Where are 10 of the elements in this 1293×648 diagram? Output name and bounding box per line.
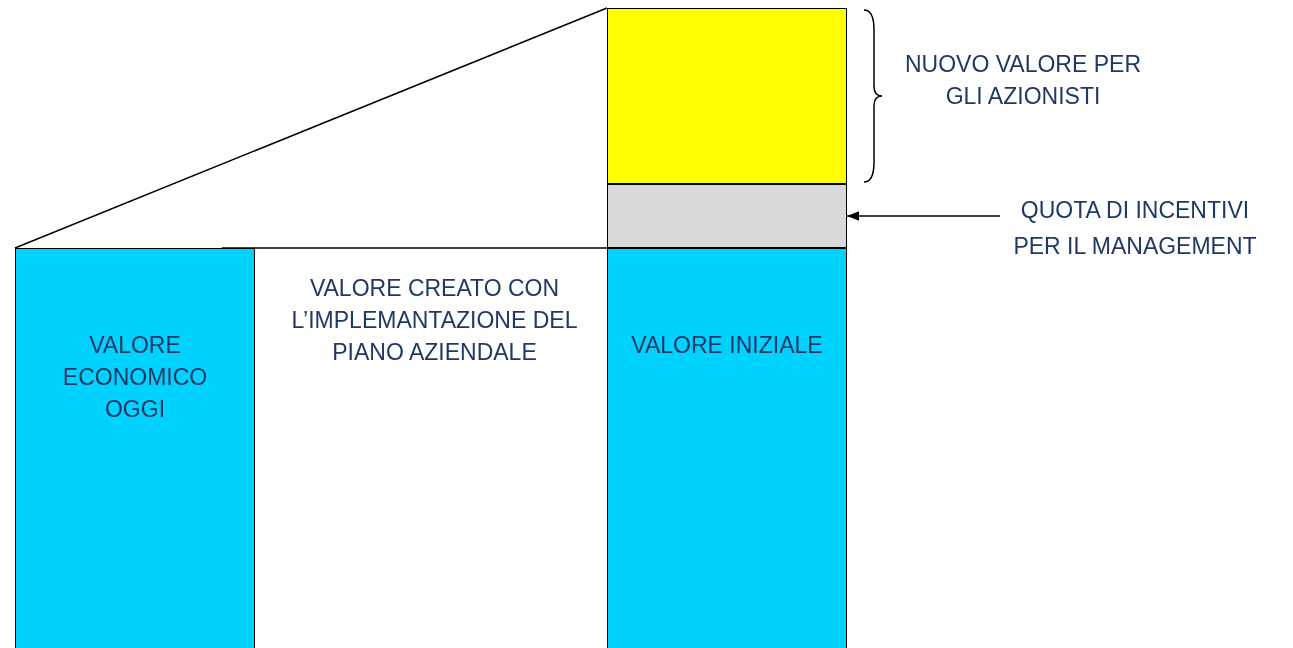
- value-bar: [607, 248, 847, 648]
- value-bar-segment: [607, 184, 847, 248]
- arrow: [846, 211, 1001, 221]
- annotation-text: NUOVO VALORE PER GLI AZIONISTI: [904, 50, 1142, 111]
- value-bar-segment: [607, 8, 847, 184]
- annotation-text: VALORE CREATO CON L’IMPLEMANTAZIONE DEL PIANO AZIENDALE: [290, 274, 579, 367]
- value-bar: [15, 248, 255, 648]
- bar-label: VALORE INIZIALE: [630, 331, 824, 360]
- bar-label: VALORE ECONOMICO OGGI: [61, 331, 209, 424]
- annotation-text: QUOTA DI INCENTIVI PER IL MANAGEMENT: [1000, 192, 1270, 304]
